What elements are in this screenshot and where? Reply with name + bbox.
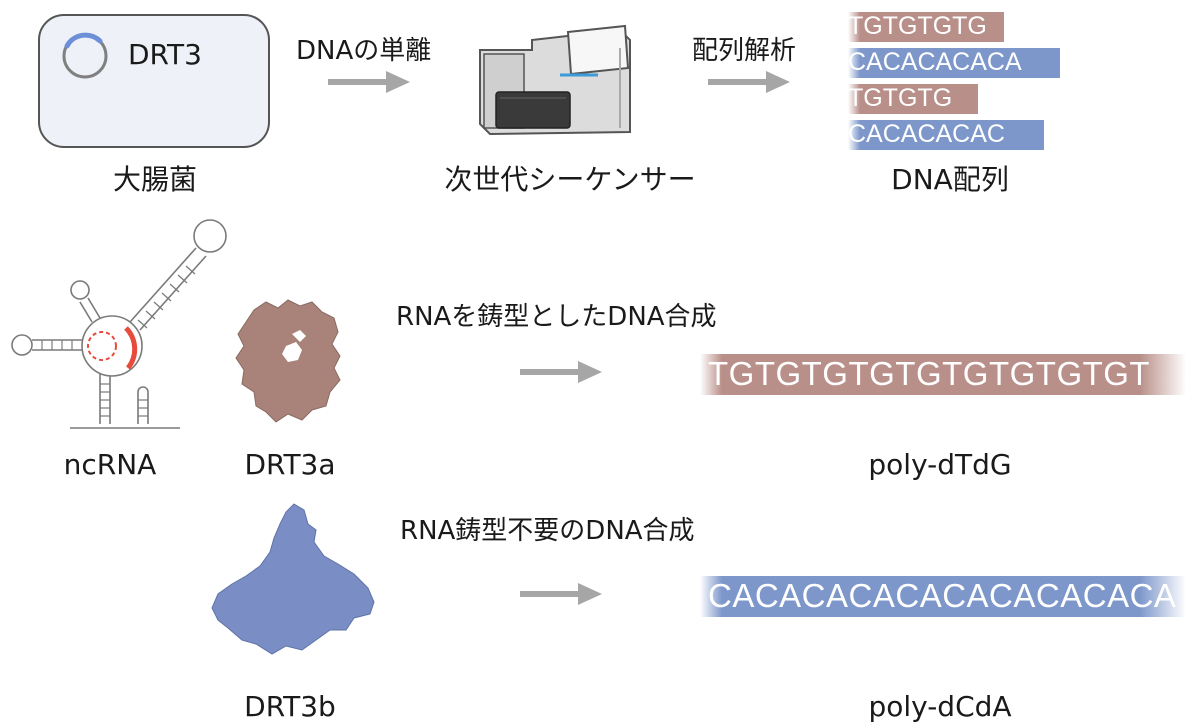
read-sequence: CACACACACA — [848, 48, 1060, 78]
arrow-icon — [520, 361, 602, 383]
product-caption: poly-dTdG — [868, 448, 1012, 481]
arrow-icon — [328, 71, 410, 93]
protein-drt3a-icon — [235, 299, 341, 423]
product-sequence: CACACACACACACACACACA — [700, 576, 1186, 617]
cell-caption: 大腸菌 — [112, 163, 197, 196]
reaction-label: RNAを鋳型としたDNA合成 — [396, 302, 717, 332]
protein-a-caption: DRT3a — [244, 448, 336, 481]
read-sequence: CACACACAC — [848, 120, 1044, 150]
read-sequence: TGTGTGTG — [848, 12, 1004, 42]
product-sequence: TGTGTGTGTGTGTGTGTGT — [700, 354, 1186, 395]
ncrna-structure-icon — [11, 219, 227, 429]
product-caption: poly-dCdA — [868, 690, 1012, 723]
protein-drt3b-icon — [211, 503, 375, 655]
step1-label: DNAの単離 — [296, 36, 432, 66]
sequencer-caption: 次世代シーケンサー — [444, 163, 696, 196]
protein-b-caption: DRT3b — [244, 690, 336, 723]
step2-label: 配列解析 — [692, 36, 797, 66]
sequencer-icon — [479, 24, 631, 136]
cell-label: DRT3 — [128, 38, 202, 71]
arrow-icon — [708, 71, 790, 93]
arrow-icon — [520, 583, 602, 605]
reaction-label: RNA鋳型不要のDNA合成 — [400, 516, 695, 546]
ncrna-caption: ncRNA — [63, 448, 157, 481]
read-sequence: TGTGTG — [848, 84, 978, 114]
reads-caption: DNA配列 — [891, 163, 1009, 196]
plasmid-icon — [62, 32, 108, 79]
